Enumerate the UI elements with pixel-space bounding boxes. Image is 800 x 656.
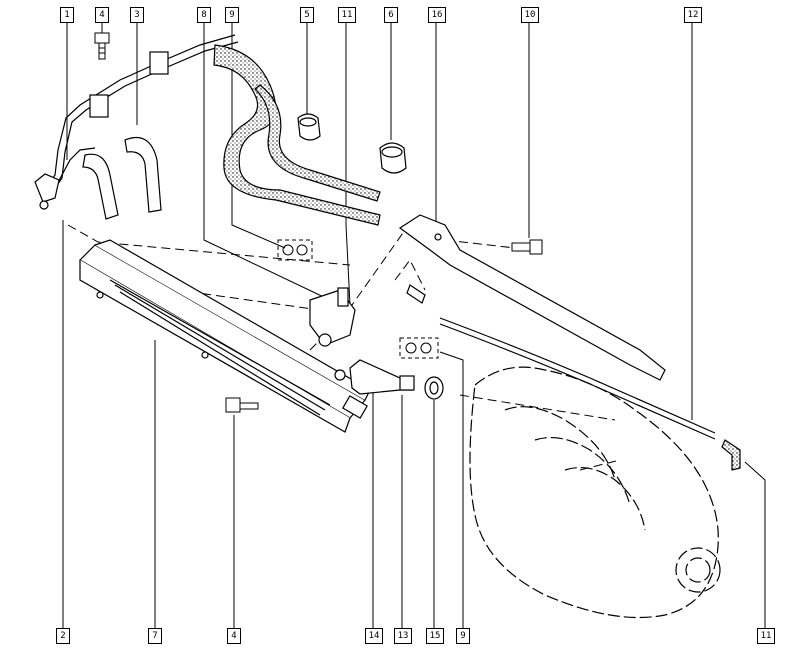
callout-3: 3 — [130, 7, 144, 23]
bolt-bracket — [511, 239, 543, 255]
callout-12: 12 — [684, 7, 702, 23]
callout-9: 9 — [225, 7, 239, 23]
injector-seal — [424, 376, 444, 400]
fuel-rail — [79, 239, 371, 433]
pressure-regulator — [309, 287, 356, 347]
dashed-alignment-lines — [67, 224, 621, 471]
callout-13: 13 — [394, 628, 412, 644]
bolt-bottom — [225, 397, 259, 413]
fuel-pipe-assembly — [34, 34, 239, 210]
intake-manifold — [469, 366, 721, 619]
leader-lines-top — [66, 22, 693, 420]
callout-4-bottom: 4 — [227, 628, 241, 644]
callout-16: 16 — [428, 7, 446, 23]
hose-clamps — [297, 113, 407, 174]
callout-6: 6 — [384, 7, 398, 23]
callout-8: 8 — [197, 7, 211, 23]
leader-lines-bottom — [62, 220, 766, 628]
support-bracket — [398, 214, 666, 381]
callout-11: 11 — [338, 7, 356, 23]
oring-sets — [277, 239, 439, 359]
bolt-top — [94, 32, 110, 60]
hose-pieces — [82, 136, 162, 220]
callout-15: 15 — [426, 628, 444, 644]
callout-11-bottom: 11 — [757, 628, 775, 644]
callout-2: 2 — [56, 628, 70, 644]
callout-4: 4 — [95, 7, 109, 23]
dotted-hoses — [213, 44, 381, 226]
callout-10: 10 — [521, 7, 539, 23]
callout-5: 5 — [300, 7, 314, 23]
callout-7: 7 — [148, 628, 162, 644]
callout-1: 1 — [60, 7, 74, 23]
fuel-injector — [334, 359, 415, 395]
callout-9-bottom: 9 — [456, 628, 470, 644]
callout-14: 14 — [365, 628, 383, 644]
